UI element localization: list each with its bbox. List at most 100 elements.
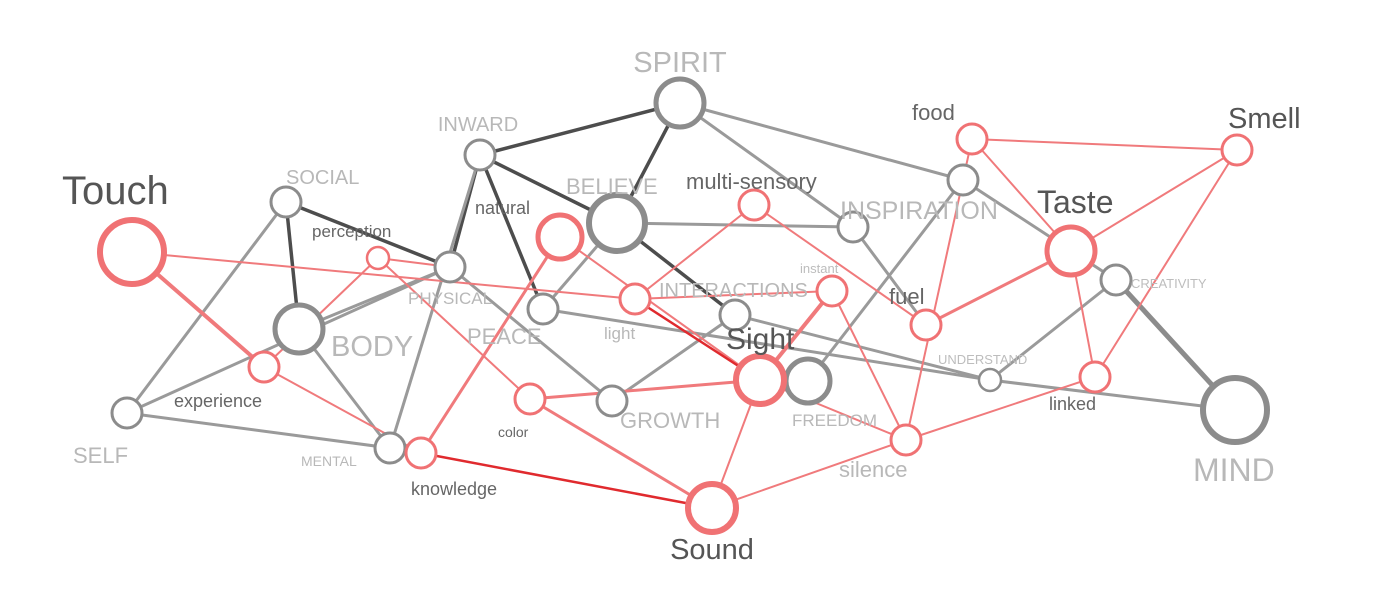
label-inward: INWARD — [438, 114, 518, 136]
node-food[interactable] — [955, 122, 989, 156]
node-smell[interactable] — [1220, 133, 1254, 167]
edge-inward-mental — [388, 153, 482, 450]
label-growth: GROWTH — [620, 408, 720, 433]
label-multi-sensory: multi-sensory — [686, 169, 817, 194]
edge-inspiration-fuel — [851, 225, 928, 327]
node-touch[interactable] — [97, 217, 167, 287]
node-perception[interactable] — [365, 245, 391, 271]
edge-color-sound — [528, 397, 714, 510]
node-understand[interactable] — [977, 367, 1003, 393]
label-instant: instant — [800, 261, 839, 276]
label-smell: Smell — [1228, 103, 1301, 135]
node-instant[interactable] — [815, 274, 849, 308]
node-creativity[interactable] — [1099, 263, 1133, 297]
edge-food-smell — [971, 138, 1238, 151]
node-multi-sensory[interactable] — [737, 188, 771, 222]
node-natural[interactable] — [535, 212, 585, 262]
label-color: color — [498, 424, 529, 440]
node-believe[interactable] — [586, 192, 648, 254]
edge-social-self — [125, 200, 288, 415]
edge-multisensory-interactions — [634, 204, 755, 300]
node-knowledge[interactable] — [404, 436, 438, 470]
node-linked[interactable] — [1078, 360, 1112, 394]
edge-silence-linked — [905, 376, 1096, 441]
label-self: SELF — [73, 443, 128, 468]
label-silence: silence — [839, 457, 907, 482]
label-natural: natural — [475, 198, 530, 218]
edge-freedom-inspiration-node — [806, 178, 965, 383]
node-fuel[interactable] — [909, 308, 943, 342]
label-mental: MENTAL — [301, 453, 357, 469]
node-experience[interactable] — [247, 350, 281, 384]
node-freedom[interactable] — [783, 356, 833, 406]
node-inspiration[interactable] — [836, 210, 870, 244]
node-growth[interactable] — [595, 384, 629, 418]
edge-peace-understand — [541, 307, 992, 382]
label-believe: BELIEVE — [566, 174, 658, 199]
label-peace: PEACE — [467, 324, 542, 349]
edge-understand-creativity — [988, 278, 1118, 382]
edge-spirit-inward — [478, 101, 682, 157]
label-fuel: fuel — [889, 284, 924, 309]
edge-color-sight — [528, 378, 762, 401]
node-interactions[interactable] — [718, 298, 752, 332]
label-freedom: FREEDOM — [792, 411, 877, 430]
label-light: light — [604, 324, 635, 343]
node-mind[interactable] — [1200, 375, 1270, 445]
label-understand: UNDERSTAND — [938, 352, 1027, 367]
edge-silence-sound — [711, 439, 907, 509]
edge-natural-sight — [559, 236, 761, 381]
edge-fuel-taste — [924, 249, 1073, 327]
label-physical: PHYSICAL — [408, 289, 492, 308]
edge-social-physical — [284, 200, 452, 269]
node-spirit[interactable] — [653, 76, 707, 130]
node-inward[interactable] — [463, 138, 497, 172]
label-linked: linked — [1049, 394, 1096, 414]
label-mind: MIND — [1193, 452, 1275, 488]
edge-instant-silence — [831, 290, 907, 441]
node-color[interactable] — [513, 382, 547, 416]
label-creativity: CREATIVITY — [1131, 276, 1207, 291]
edge-knowledge-sound — [419, 451, 714, 510]
edge-touch-interactions — [131, 251, 636, 300]
edge-growth-interactions — [610, 313, 737, 403]
edge-inward-peace — [478, 153, 545, 311]
label-taste: Taste — [1037, 184, 1113, 220]
edge-multisensory-fuel — [753, 204, 927, 326]
label-sound: Sound — [670, 534, 754, 566]
node-silence[interactable] — [889, 423, 923, 457]
node-physical[interactable] — [433, 250, 467, 284]
edge-believe-inspiration — [615, 221, 855, 229]
label-knowledge: knowledge — [411, 479, 497, 499]
edge-interactions-instant — [634, 290, 833, 300]
nodes — [97, 76, 1270, 535]
edge-self-mental — [125, 411, 392, 450]
edge-spirit-food-node — [678, 101, 965, 182]
edge-perception-color — [377, 257, 531, 400]
label-inspiration: INSPIRATION — [840, 197, 998, 225]
node-body[interactable] — [272, 302, 326, 356]
node-interactions-red[interactable] — [618, 282, 652, 316]
node-inspiration-top[interactable] — [946, 163, 980, 197]
label-food: food — [912, 100, 955, 125]
node-social[interactable] — [269, 185, 303, 219]
label-body: BODY — [331, 331, 413, 363]
edge-spirit-inspiration — [678, 101, 855, 229]
label-interactions: INTERACTIONS — [659, 280, 808, 302]
edge-linked-mind — [988, 378, 1237, 412]
edge-smell-linked — [1094, 149, 1238, 378]
node-mental[interactable] — [373, 431, 407, 465]
node-self[interactable] — [110, 396, 144, 430]
edge-growth-physical — [448, 265, 614, 403]
labels: SPIRIT INWARD SOCIAL BELIEVE natural mul… — [62, 47, 1301, 566]
label-experience: experience — [174, 391, 262, 411]
label-touch: Touch — [62, 169, 169, 213]
node-taste[interactable] — [1044, 224, 1098, 278]
edge-interactions-understand — [733, 313, 992, 382]
edge-natural-knowledge — [419, 235, 562, 455]
node-sound[interactable] — [685, 481, 739, 535]
node-peace[interactable] — [526, 292, 560, 326]
node-sight[interactable] — [733, 353, 787, 407]
label-perception: perception — [312, 222, 391, 241]
